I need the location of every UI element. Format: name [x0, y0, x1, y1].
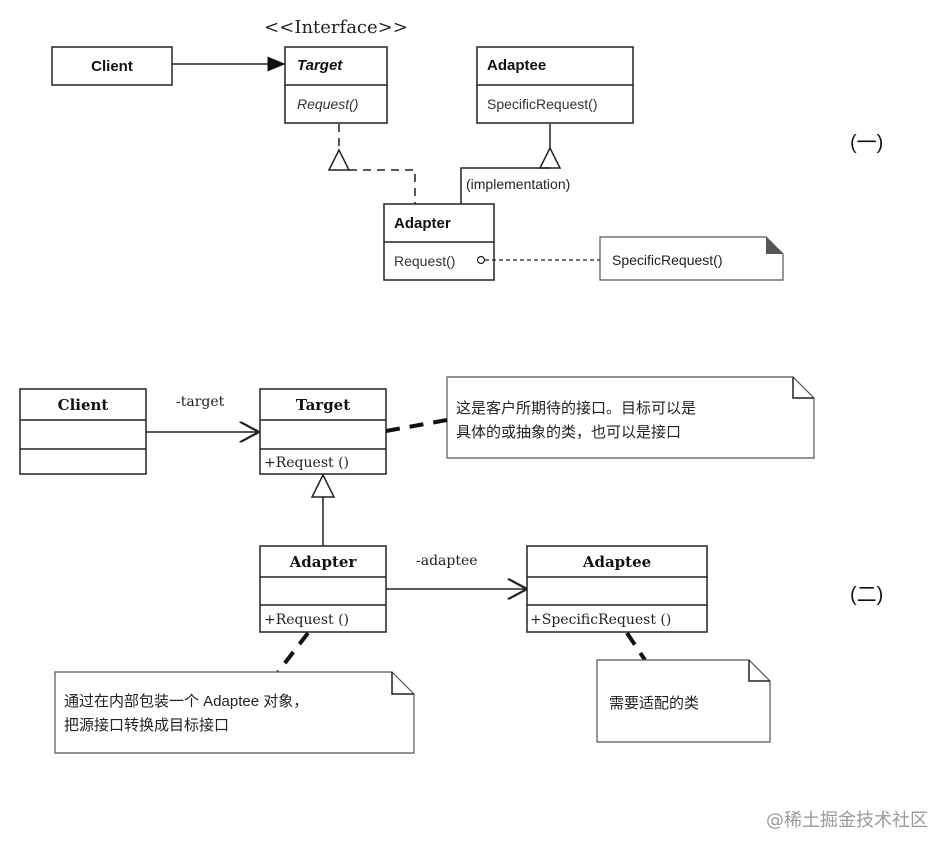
adapter-note-fold [391, 672, 414, 695]
target-note-link [385, 418, 448, 433]
diagram-two-label: (二) [850, 584, 883, 606]
adapter-method-2: +Request () [264, 612, 349, 628]
adaptee-note-shape [596, 659, 771, 743]
diagram-one-label: (一) [850, 132, 883, 154]
target-class-1: Target Request() [284, 46, 388, 124]
adapter-name-2: Adapter [289, 553, 358, 571]
target-note-fold [792, 377, 814, 399]
adapter-class-2: Adapter +Request () [259, 545, 387, 633]
adaptee-note-text: 需要适配的类 [609, 695, 699, 712]
adapter-class-1: Adapter Request() [383, 203, 495, 281]
target-note-line-2: 具体的或抽象的类，也可以是接口 [456, 424, 681, 441]
client-class-2: Client [19, 388, 147, 475]
note-anchor-circle [476, 255, 486, 265]
realization-triangle [327, 148, 351, 171]
target-note-line-1: 这是客户所期待的接口。目标可以是 [456, 400, 696, 417]
interface-stereotype: <<Interface>> [264, 17, 408, 38]
adaptee-note-link [625, 631, 647, 662]
client-box [51, 46, 173, 86]
diagram-one: <<Interface>> Client Target Request() Ad… [51, 17, 883, 281]
adaptee-class-1: Adaptee SpecificRequest() [476, 46, 634, 124]
adapter-name: Adapter [394, 215, 451, 232]
note-text: SpecificRequest() [612, 252, 723, 268]
implementation-triangle [538, 146, 562, 169]
note-corner [766, 237, 783, 254]
adaptee-class-2: Adaptee +SpecificRequest () [526, 545, 708, 633]
generalization-triangle [310, 473, 336, 498]
note-shape [599, 236, 784, 281]
adapter-note: 通过在内部包装一个 Adaptee 对象， 把源接口转换成目标接口 [54, 671, 415, 754]
client-name-2: Client [58, 396, 109, 414]
realization-line-lower [349, 169, 416, 204]
adaptee-method-2: +SpecificRequest () [530, 612, 671, 628]
adapter-note-line-1: 通过在内部包装一个 Adaptee 对象， [64, 693, 308, 710]
target-note: 这是客户所期待的接口。目标可以是 具体的或抽象的类，也可以是接口 [446, 376, 815, 459]
adaptee-note-fold [748, 660, 770, 682]
watermark-text: @稀土掘金技术社区 [766, 810, 928, 831]
adapter-note-line-2: 把源接口转换成目标接口 [64, 717, 229, 734]
client-box-2 [19, 388, 147, 475]
adaptee-name-2: Adaptee [582, 553, 651, 571]
assoc-adaptee-label: -adaptee [416, 553, 478, 569]
adapter-note-shape [54, 671, 415, 754]
implementation-label: (implementation) [466, 176, 570, 192]
target-note-shape [446, 376, 815, 459]
target-method: Request() [297, 96, 358, 112]
client-class-1: Client [51, 46, 173, 86]
adapter-method: Request() [394, 253, 455, 269]
target-method-2: +Request () [264, 455, 349, 471]
implementation-line-lower [460, 167, 550, 204]
assoc-target-label: -target [176, 394, 225, 410]
adapter-note-link [276, 631, 310, 674]
target-class-2: Target +Request () [259, 388, 387, 475]
adaptee-box-2 [526, 545, 708, 633]
target-name: Target [297, 57, 343, 74]
adaptee-name: Adaptee [487, 57, 546, 74]
specific-request-note: SpecificRequest() [599, 236, 784, 281]
adaptee-note: 需要适配的类 [596, 659, 771, 743]
adaptee-method: SpecificRequest() [487, 96, 598, 112]
client-name: Client [91, 58, 133, 75]
diagram-two: Client Target +Request () -target 这是客户所期… [19, 376, 883, 754]
target-name-2: Target [296, 396, 350, 414]
